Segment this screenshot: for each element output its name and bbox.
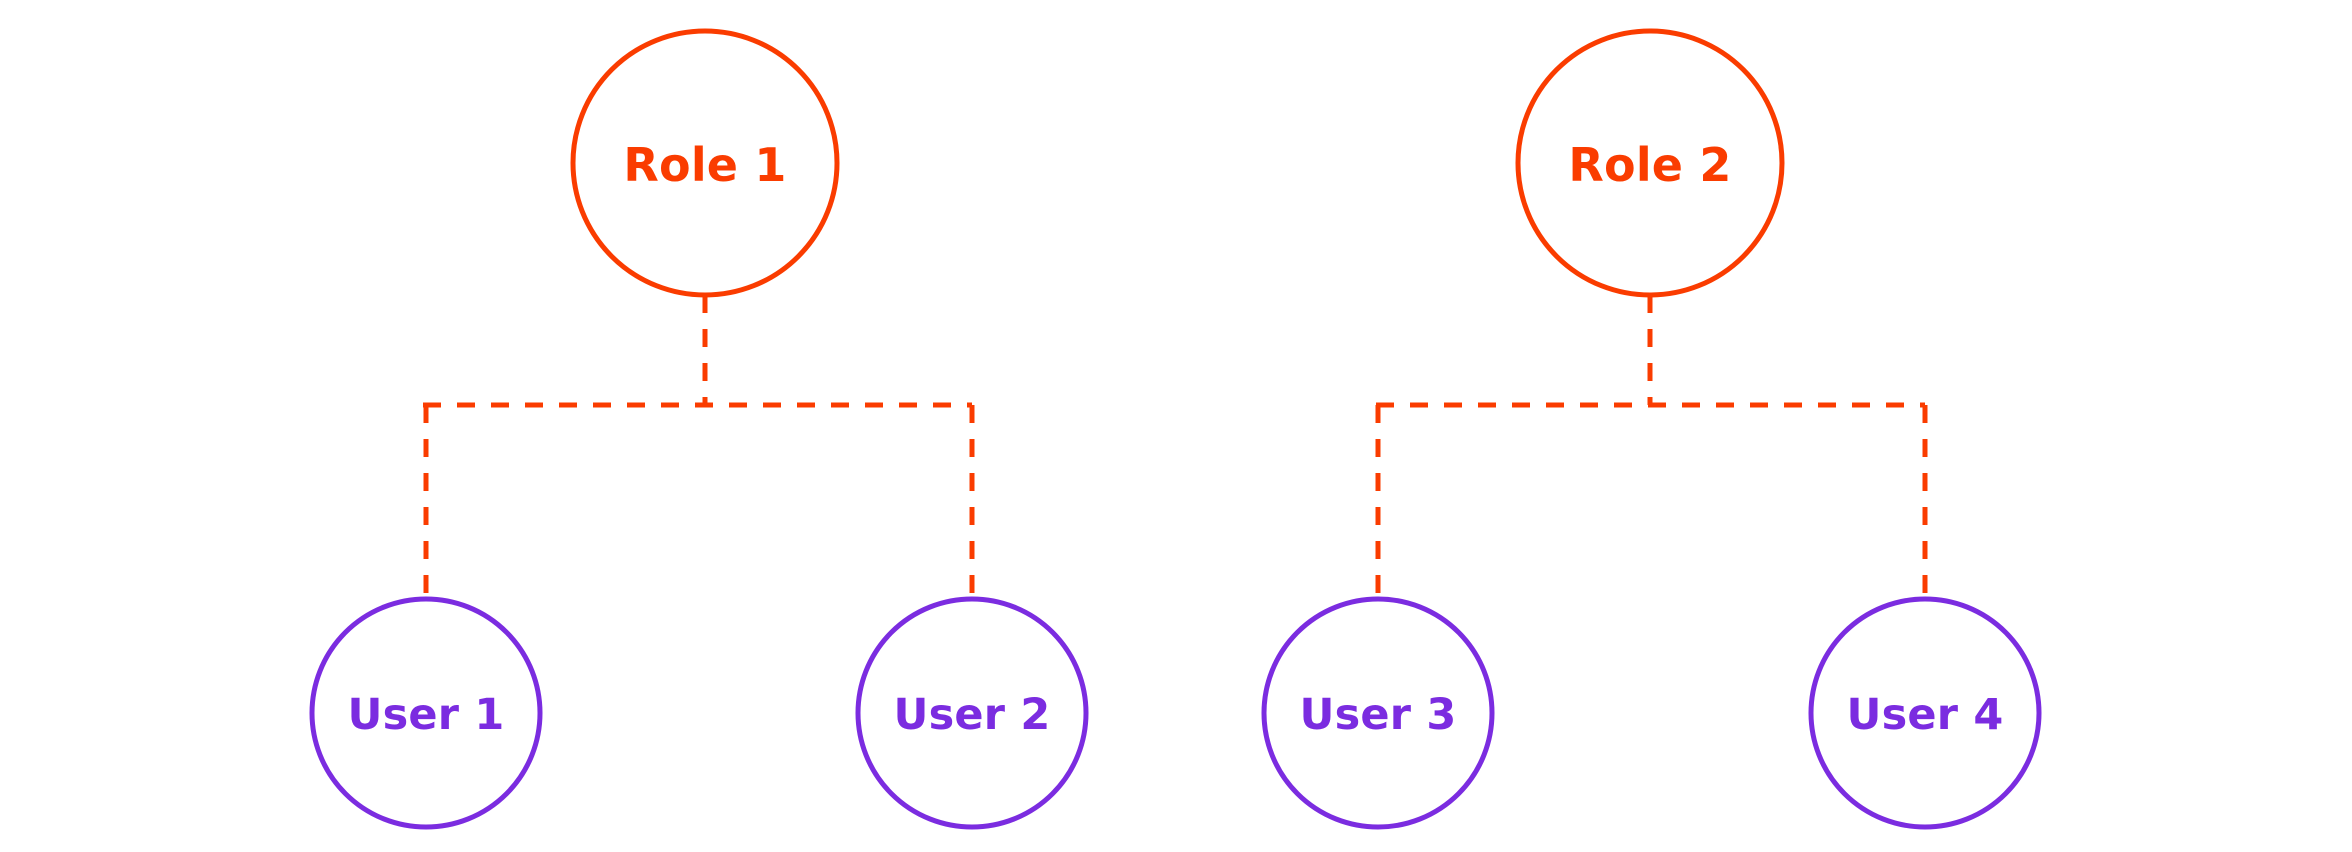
user2-circle[interactable] — [855, 596, 1089, 830]
node-role1[interactable]: Role 1 — [570, 28, 840, 298]
node-role2[interactable]: Role 2 — [1515, 28, 1785, 298]
user4-circle[interactable] — [1808, 596, 2042, 830]
user3-label: User 3 — [1300, 690, 1457, 740]
role1-label: Role 1 — [623, 138, 786, 192]
user1-label: User 1 — [348, 690, 505, 740]
user2-label: User 2 — [894, 690, 1051, 740]
connector-group-role2 — [1375, 295, 1928, 599]
user1-circle[interactable] — [309, 596, 543, 830]
node-user1[interactable]: User 1 — [309, 596, 543, 830]
role2-label: Role 2 — [1568, 138, 1731, 192]
node-user2[interactable]: User 2 — [855, 596, 1089, 830]
connector-group-role1 — [423, 295, 975, 599]
node-user3[interactable]: User 3 — [1261, 596, 1495, 830]
node-user4[interactable]: User 4 — [1808, 596, 2042, 830]
user4-label: User 4 — [1847, 690, 2004, 740]
role1-circle[interactable] — [570, 28, 840, 298]
role2-circle[interactable] — [1515, 28, 1785, 298]
node-layer: Role 1 Role 2 User 1 User 2 User 3 — [309, 28, 2042, 830]
user3-circle[interactable] — [1261, 596, 1495, 830]
connector-layer — [423, 295, 1928, 599]
